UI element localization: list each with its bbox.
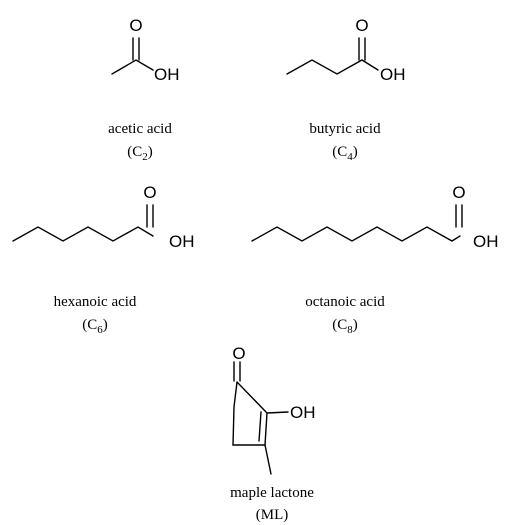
- compound-code: (C4): [332, 144, 358, 163]
- bond-chain: [111, 59, 154, 75]
- compound-code: (C2): [127, 144, 153, 163]
- atom-oxygen: O: [232, 344, 245, 363]
- bond-chain: [251, 226, 461, 242]
- atom-oxygen: O: [143, 183, 156, 202]
- compound-name: hexanoic acid: [54, 294, 137, 310]
- atom-hydroxyl: OH: [380, 65, 406, 84]
- structure-octanoic-acid: O OH: [251, 183, 499, 251]
- atom-oxygen: O: [452, 183, 465, 202]
- atom-hydroxyl: OH: [169, 232, 195, 251]
- bond-ring: [232, 381, 268, 446]
- bond-ring-double: [258, 411, 262, 442]
- compound-code: (C6): [82, 317, 108, 336]
- bond-methyl: [264, 444, 272, 475]
- bond-chain: [12, 226, 154, 242]
- compound-name: butyric acid: [309, 121, 381, 137]
- compound-name: octanoic acid: [305, 294, 385, 310]
- compound-code: (ML): [256, 507, 289, 523]
- compound-code: (C8): [332, 317, 358, 336]
- structure-maple-lactone: O OH: [232, 344, 316, 475]
- bond-hydroxyl: [266, 411, 289, 414]
- structure-hexanoic-acid: O OH: [12, 183, 195, 251]
- atom-hydroxyl: OH: [154, 65, 180, 84]
- compound-name: maple lactone: [230, 485, 314, 501]
- atom-hydroxyl: OH: [290, 403, 316, 422]
- bond-chain: [286, 59, 379, 75]
- structure-butyric-acid: O OH: [286, 16, 406, 84]
- structure-acetic-acid: O OH: [111, 16, 180, 84]
- compound-name: acetic acid: [108, 121, 172, 137]
- atom-oxygen: O: [129, 16, 142, 35]
- atom-oxygen: O: [355, 16, 368, 35]
- atom-hydroxyl: OH: [473, 232, 499, 251]
